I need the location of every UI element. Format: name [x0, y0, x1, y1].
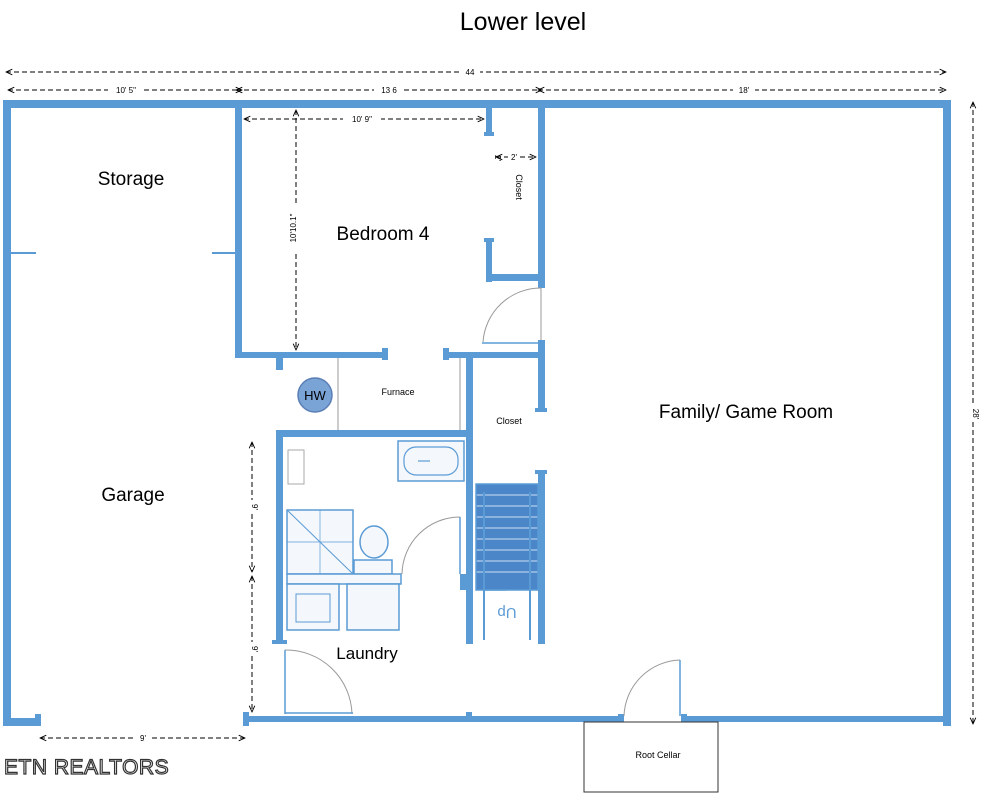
countertop: [286, 573, 402, 585]
svg-text:9': 9': [250, 504, 259, 510]
furnace-area: [337, 358, 461, 430]
room-laundry: Laundry: [336, 644, 398, 663]
dryer: [346, 583, 400, 631]
dimension-overall-width: 44: [6, 67, 946, 77]
svg-text:13 6: 13 6: [381, 86, 397, 95]
water-heater: HW: [297, 377, 333, 413]
svg-text:2': 2': [493, 155, 502, 161]
room-garage: Garage: [101, 485, 164, 506]
svg-text:9': 9': [250, 646, 259, 652]
svg-text:18': 18': [739, 86, 750, 95]
room-closet-lower: Closet: [496, 416, 522, 426]
walls: [3, 100, 951, 726]
dimension-middle-width: 13 6: [236, 85, 542, 95]
svg-text:HW: HW: [304, 388, 326, 403]
dimension-left-side: 9' 9': [247, 442, 259, 712]
brand-logo: ETN REALTORS: [4, 756, 169, 779]
room-furnace: Furnace: [381, 387, 414, 397]
svg-text:28': 28': [971, 409, 980, 420]
shower: [286, 509, 354, 575]
svg-text:9': 9': [140, 734, 146, 743]
svg-text:2': 2': [511, 153, 517, 162]
door-bedroom: [482, 287, 542, 344]
sink-counter: [287, 449, 305, 485]
dimension-closet: 2' 2': [493, 152, 536, 162]
svg-text:44: 44: [466, 68, 475, 77]
room-closet-upper: Closet: [514, 174, 524, 200]
svg-text:Root Cellar: Root Cellar: [635, 750, 680, 760]
room-bedroom-4: Bedroom 4: [337, 224, 430, 245]
dimension-overall-depth: 28': [968, 102, 980, 724]
room-family-game: Family/ Game Room: [659, 402, 833, 423]
door-laundry: [284, 649, 353, 715]
toilet: [353, 525, 393, 575]
dimension-bedroom: 10' 9" 10'10.1": [244, 110, 484, 350]
dimension-storage-width: 10' 5": [8, 85, 242, 95]
stairs: Up: [475, 483, 539, 640]
bathtub: [397, 440, 465, 482]
stairs-label: Up: [497, 604, 516, 621]
root-cellar: Root Cellar: [583, 721, 719, 793]
dimension-garage-door: 9': [40, 733, 245, 743]
svg-text:10' 9": 10' 9": [352, 115, 372, 124]
svg-text:10' 5": 10' 5": [116, 86, 136, 95]
plan-title: Lower level: [460, 8, 586, 36]
room-storage: Storage: [98, 169, 165, 190]
dimension-family-width: 18': [538, 85, 946, 95]
washer: [286, 583, 340, 631]
door-bathroom: [401, 516, 461, 575]
door-root-cellar: [623, 659, 681, 717]
svg-text:10'10.1": 10'10.1": [289, 213, 298, 242]
